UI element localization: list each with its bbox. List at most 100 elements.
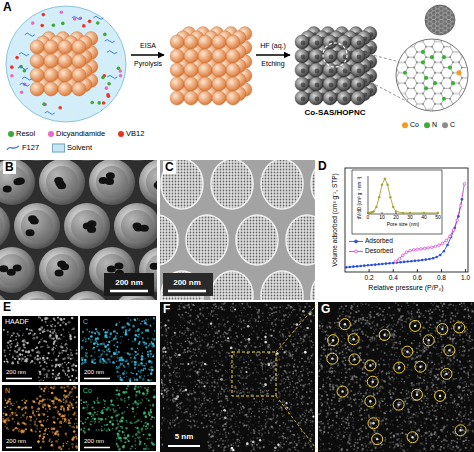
pixel-dot [6, 360, 8, 362]
pixel-dot [34, 333, 36, 335]
window-hole [140, 225, 149, 232]
pixel-dot [34, 422, 35, 423]
data-point [381, 263, 384, 266]
pixel-dot [82, 331, 84, 333]
pixel-dot [116, 389, 118, 391]
pixel-dot [120, 377, 122, 379]
data-point [398, 258, 401, 261]
pixel-dot [154, 330, 155, 331]
pixel-dot [144, 344, 146, 346]
pixel-dot [75, 370, 77, 372]
sphere [226, 63, 240, 77]
pixel-dot [4, 398, 5, 399]
pixel-dot [49, 408, 51, 410]
carbon-atom [461, 77, 463, 79]
pixel-dot [76, 443, 77, 444]
pixel-dot [131, 360, 133, 362]
pixel-dot [87, 417, 88, 418]
pixel-dot [147, 331, 149, 333]
pixel-dot [109, 361, 111, 363]
pixel-dot [146, 324, 148, 326]
data-point [452, 229, 455, 232]
pixel-dot [42, 406, 43, 407]
data-point [424, 258, 427, 261]
pixel-dot [117, 445, 119, 447]
pixel-dot [15, 346, 17, 348]
carbon-atom [422, 103, 424, 105]
pixel-dot [21, 400, 23, 402]
sphere [198, 91, 212, 105]
pixel-dot [58, 373, 60, 375]
pixel-dot [97, 397, 99, 399]
pixel-dot [120, 356, 123, 359]
pixel-dot [12, 414, 14, 416]
pixel-dot [123, 377, 124, 378]
pixel-dot [25, 428, 27, 430]
pixel-dot [65, 421, 67, 423]
pixel-dot [116, 360, 117, 361]
pixel-dot [127, 322, 129, 324]
data-point [345, 266, 348, 269]
data-point [443, 250, 446, 253]
data-point [359, 265, 362, 268]
pixel-dot [289, 395, 290, 396]
pixel-dot [57, 374, 59, 376]
pixel-dot [44, 399, 45, 400]
nitrogen-atom [433, 81, 437, 85]
pixel-dot [138, 343, 139, 344]
pixel-dot [270, 348, 271, 349]
pixel-dot [76, 415, 77, 416]
pixel-dot [51, 400, 53, 402]
pixel-dot [129, 380, 131, 382]
pixel-dot [139, 440, 140, 441]
pixel-dot [115, 335, 117, 337]
hollow-sphere [164, 115, 210, 161]
pixel-dot [138, 371, 139, 372]
carbon-atom [449, 87, 451, 89]
pixel-dot [73, 363, 75, 365]
pixel-dot [51, 326, 53, 328]
carbon-atom [431, 87, 433, 89]
pixel-dot [144, 358, 145, 359]
pore [357, 69, 362, 74]
pixel-dot [75, 353, 76, 354]
pixel-dot [40, 388, 42, 390]
carbon-atom [416, 61, 418, 63]
carbon-atom [443, 87, 445, 89]
pixel-dot [41, 319, 43, 321]
precursor-dot [52, 23, 56, 27]
carbon-atom [404, 82, 406, 84]
pixel-dot [124, 411, 126, 413]
hollow-sphere [236, 215, 278, 265]
precursor-dot [90, 101, 94, 105]
pixel-dot [104, 400, 106, 402]
pixel-dot [128, 366, 129, 367]
data-point [428, 258, 431, 261]
pixel-dot [74, 379, 75, 380]
eds-maps [2, 316, 156, 451]
pixel-dot [249, 335, 250, 336]
pixel-dot [59, 353, 61, 355]
window-hole [179, 138, 188, 145]
pixel-dot [19, 429, 20, 430]
pixel-dot [53, 449, 54, 450]
pixel-dot [153, 339, 155, 341]
pixel-dot [63, 422, 64, 423]
data-point [420, 248, 423, 251]
porous-sphere-mesh [425, 5, 455, 35]
pixel-dot [201, 322, 203, 324]
pore [301, 55, 306, 60]
pore [343, 41, 348, 46]
pixel-dot [116, 323, 118, 325]
pixel-dot [44, 317, 46, 319]
pixel-dot [24, 356, 26, 358]
pixel-dot [39, 400, 41, 402]
pixel-dot [71, 388, 73, 390]
pixel-dot [131, 446, 133, 448]
nitrogen-atom [421, 50, 425, 54]
pixel-dot [51, 360, 52, 361]
pixel-dot [134, 444, 136, 446]
pixel-dot [20, 330, 21, 331]
pixel-dot [3, 329, 5, 331]
pixel-dot [109, 408, 112, 411]
